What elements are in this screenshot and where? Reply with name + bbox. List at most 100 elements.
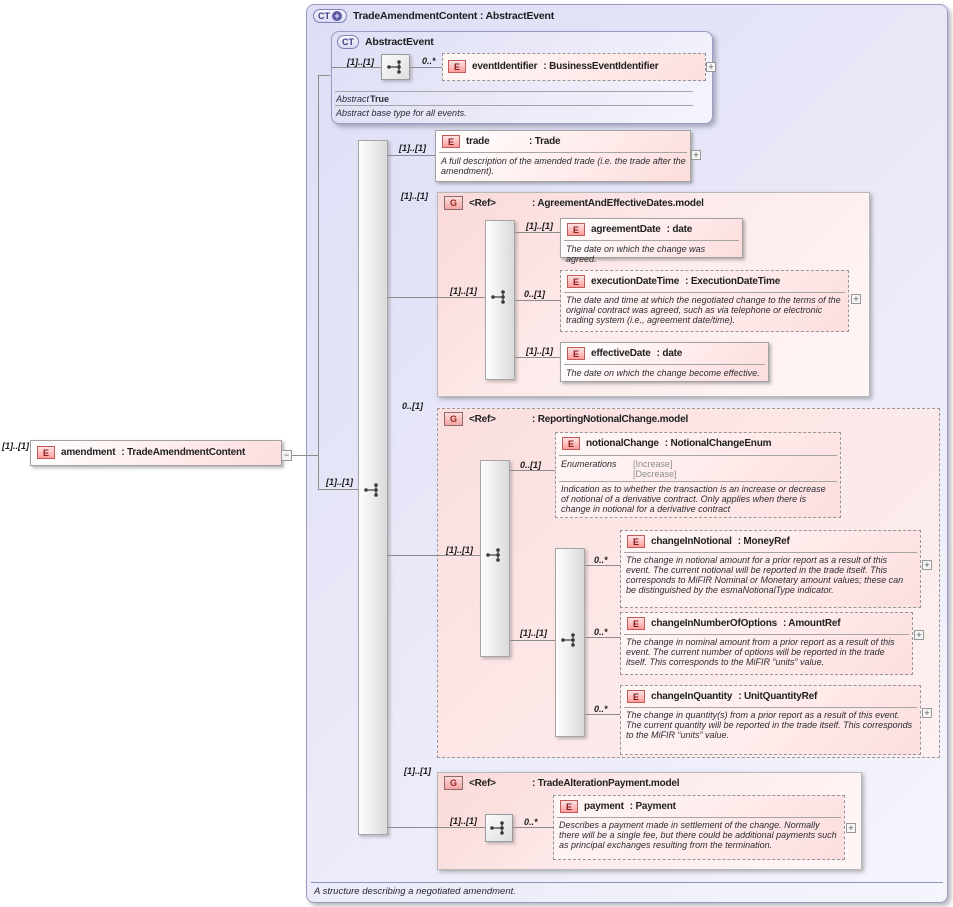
connector-line bbox=[318, 75, 319, 490]
element-notional-change[interactable]: E notionalChange : NotionalChangeEnum En… bbox=[555, 432, 841, 518]
element-type: : MoneyRef bbox=[737, 536, 790, 547]
connector-line bbox=[515, 232, 560, 233]
ct-badge-label: CT bbox=[342, 37, 354, 47]
element-execution-date-time[interactable]: E executionDateTime : ExecutionDateTime … bbox=[560, 270, 849, 332]
element-description: The change in notional amount for a prio… bbox=[626, 555, 904, 595]
element-type: : date bbox=[666, 224, 693, 235]
enumerations-label: Enumerations bbox=[561, 459, 617, 469]
element-event-identifier[interactable]: E eventIdentifier : BusinessEventIdentif… bbox=[442, 53, 706, 81]
expand-icon[interactable]: + bbox=[706, 62, 716, 72]
group-badge: G bbox=[444, 776, 463, 790]
sequence-icon bbox=[561, 633, 575, 647]
sequence-icon bbox=[364, 483, 378, 497]
base-type-badge: CT bbox=[337, 35, 359, 49]
enumeration-value: [Increase] bbox=[633, 459, 673, 469]
element-name: changeInQuantity bbox=[651, 691, 733, 702]
connector-line bbox=[388, 555, 480, 556]
cardinality-label: 0..[1] bbox=[402, 401, 424, 411]
sequence-icon bbox=[491, 290, 505, 304]
element-payment[interactable]: E payment : Payment Describes a payment … bbox=[553, 795, 845, 860]
base-type-description: Abstract base type for all events. bbox=[336, 108, 467, 118]
element-name: agreementDate bbox=[591, 224, 661, 235]
cardinality-label: 0..[1] bbox=[520, 460, 542, 470]
element-name: trade bbox=[466, 136, 490, 147]
expand-icon[interactable]: + bbox=[851, 294, 861, 304]
element-change-in-quantity[interactable]: E changeInQuantity : UnitQuantityRef The… bbox=[620, 685, 921, 755]
divider bbox=[559, 481, 837, 482]
element-description: Describes a payment made in settlement o… bbox=[559, 820, 837, 850]
element-name: amendment bbox=[61, 447, 116, 458]
expand-icon[interactable]: + bbox=[922, 708, 932, 718]
connector-line bbox=[388, 297, 485, 298]
element-type: : BusinessEventIdentifier bbox=[543, 61, 659, 72]
element-description: The date on which the change was agreed. bbox=[566, 244, 706, 264]
element-name: notionalChange bbox=[586, 438, 659, 449]
divider bbox=[559, 455, 837, 456]
element-description: The date on which the change become effe… bbox=[566, 368, 760, 378]
connector-line bbox=[585, 565, 620, 566]
element-description: The change in quantity(s) from a prior r… bbox=[626, 710, 913, 740]
element-trade[interactable]: E trade : Trade A full description of th… bbox=[435, 130, 691, 182]
connector-line bbox=[332, 67, 381, 68]
base-type-box[interactable]: CT AbstractEvent [1]..[1] 0..* E event bbox=[331, 31, 716, 124]
cardinality-label: [1]..[1] bbox=[399, 143, 426, 153]
cardinality-label: 0..* bbox=[422, 56, 436, 66]
cardinality-label: [1]..[1] bbox=[446, 545, 473, 555]
element-effective-date[interactable]: E effectiveDate : date The date on which… bbox=[560, 342, 769, 382]
footer-divider bbox=[311, 882, 943, 883]
collapse-icon[interactable]: − bbox=[281, 450, 292, 461]
group-type: : ReportingNotionalChange.model bbox=[532, 413, 689, 425]
cardinality-label: 0..* bbox=[594, 555, 608, 565]
complex-type-badge: CT + bbox=[313, 9, 347, 23]
expand-icon[interactable]: + bbox=[922, 560, 932, 570]
connector-line bbox=[318, 75, 330, 76]
element-type: : NotionalChangeEnum bbox=[664, 438, 772, 449]
base-type-header: CT AbstractEvent bbox=[332, 32, 712, 51]
sequence-compositor bbox=[485, 814, 513, 842]
sequence-compositor-bar bbox=[485, 220, 515, 380]
element-description: Indication as to whether the transaction… bbox=[561, 484, 826, 514]
element-name: executionDateTime bbox=[591, 276, 680, 287]
connector-line bbox=[292, 455, 318, 456]
element-type: : date bbox=[656, 348, 683, 359]
sequence-icon bbox=[486, 548, 500, 562]
expand-icon[interactable]: + bbox=[914, 630, 924, 640]
element-agreement-date[interactable]: E agreementDate : date The date on which… bbox=[560, 218, 743, 264]
element-type: : Trade bbox=[529, 136, 561, 147]
cardinality-label: [1]..[1] bbox=[450, 286, 477, 296]
element-badge: E bbox=[560, 800, 578, 813]
element-type: : TradeAmendmentContent bbox=[121, 447, 246, 458]
connector-line bbox=[585, 714, 620, 715]
connector-line bbox=[515, 300, 560, 301]
abstract-flag-label: Abstract bbox=[336, 94, 370, 104]
element-badge: E bbox=[627, 617, 645, 630]
expand-icon[interactable]: + bbox=[691, 150, 701, 160]
divider bbox=[564, 364, 765, 365]
sequence-compositor-bar bbox=[358, 140, 388, 835]
element-change-in-number-of-options[interactable]: E changeInNumberOfOptions : AmountRef Th… bbox=[620, 612, 913, 675]
element-badge: E bbox=[562, 437, 580, 450]
expand-icon[interactable]: + bbox=[846, 823, 856, 833]
element-badge: E bbox=[627, 690, 645, 703]
cardinality-label: [1]..[1] bbox=[326, 477, 353, 487]
abstract-flag-value: True bbox=[370, 94, 390, 104]
divider bbox=[564, 240, 739, 241]
base-type-title: AbstractEvent bbox=[365, 36, 434, 48]
group-type: : AgreementAndEffectiveDates.model bbox=[532, 197, 704, 209]
cardinality-label: [1]..[1] bbox=[404, 766, 431, 776]
cardinality-label: [1]..[1] bbox=[401, 191, 428, 201]
element-type: : AmountRef bbox=[782, 618, 841, 629]
element-badge: E bbox=[567, 347, 585, 360]
element-description: The date and time at which the negotiate… bbox=[566, 295, 841, 325]
element-change-in-notional[interactable]: E changeInNotional : MoneyRef The change… bbox=[620, 530, 921, 608]
divider bbox=[335, 91, 693, 92]
element-badge: E bbox=[567, 223, 585, 236]
element-amendment[interactable]: E amendment : TradeAmendmentContent bbox=[30, 440, 282, 466]
element-badge: E bbox=[627, 535, 645, 548]
connector-line bbox=[510, 470, 555, 471]
sequence-compositor-bar bbox=[555, 548, 585, 737]
element-name: effectiveDate bbox=[591, 348, 651, 359]
group-name: <Ref> bbox=[469, 197, 496, 209]
cardinality-label: 0..[1] bbox=[524, 289, 546, 299]
group-name: <Ref> bbox=[469, 777, 496, 789]
